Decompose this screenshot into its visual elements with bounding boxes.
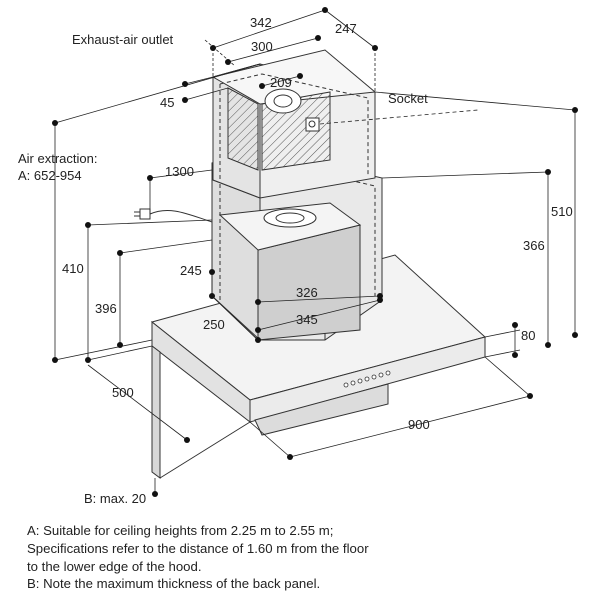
control-button bbox=[385, 370, 391, 376]
air-extraction-title: Air extraction: bbox=[18, 151, 97, 166]
dim-1300: 1300 bbox=[165, 164, 194, 179]
control-button bbox=[350, 380, 356, 386]
dim-345: 345 bbox=[296, 312, 318, 327]
control-button bbox=[378, 372, 384, 378]
control-button bbox=[357, 378, 363, 384]
dim-366: 366 bbox=[523, 238, 545, 253]
dim-209: 209 bbox=[270, 75, 292, 90]
control-button bbox=[343, 382, 349, 388]
dim-510: 510 bbox=[551, 204, 573, 219]
note-line: B: Note the maximum thickness of the bac… bbox=[27, 576, 321, 592]
dim-410: 410 bbox=[62, 261, 84, 276]
chimney-lower bbox=[211, 149, 383, 342]
control-button bbox=[364, 376, 370, 382]
dim-900: 900 bbox=[408, 417, 430, 432]
back-panel-max-label: B: max. 20 bbox=[84, 491, 146, 506]
chimney-upper-dashed bbox=[219, 73, 369, 180]
socket-label: Socket bbox=[388, 91, 428, 106]
dim-326: 326 bbox=[296, 285, 318, 300]
power-cable bbox=[134, 208, 213, 223]
dim-45: 45 bbox=[160, 95, 174, 110]
note-line: to the lower edge of the hood. bbox=[27, 558, 202, 574]
dim-342: 342 bbox=[250, 15, 272, 30]
air-extraction-range: A: 652-954 bbox=[18, 168, 82, 183]
dim-250: 250 bbox=[203, 317, 225, 332]
dimension-lines bbox=[54, 9, 576, 494]
footnotes: A: Suitable for ceiling heights from 2.2… bbox=[27, 522, 587, 593]
dimension-dots bbox=[52, 7, 578, 497]
dim-80: 80 bbox=[521, 328, 535, 343]
control-button bbox=[371, 374, 377, 380]
note-line: A: Suitable for ceiling heights from 2.2… bbox=[27, 523, 334, 538]
dim-300: 300 bbox=[251, 39, 273, 54]
plug-icon bbox=[139, 208, 151, 220]
control-buttons bbox=[343, 370, 391, 388]
dim-245: 245 bbox=[180, 263, 202, 278]
chimney-upper bbox=[211, 49, 377, 199]
dim-247: 247 bbox=[335, 21, 357, 36]
back-panel bbox=[151, 345, 251, 479]
dim-500: 500 bbox=[112, 385, 134, 400]
note-line: Specifications refer to the distance of … bbox=[27, 540, 369, 556]
exhaust-air-outlet-label: Exhaust-air outlet bbox=[72, 32, 174, 47]
dim-396: 396 bbox=[95, 301, 117, 316]
